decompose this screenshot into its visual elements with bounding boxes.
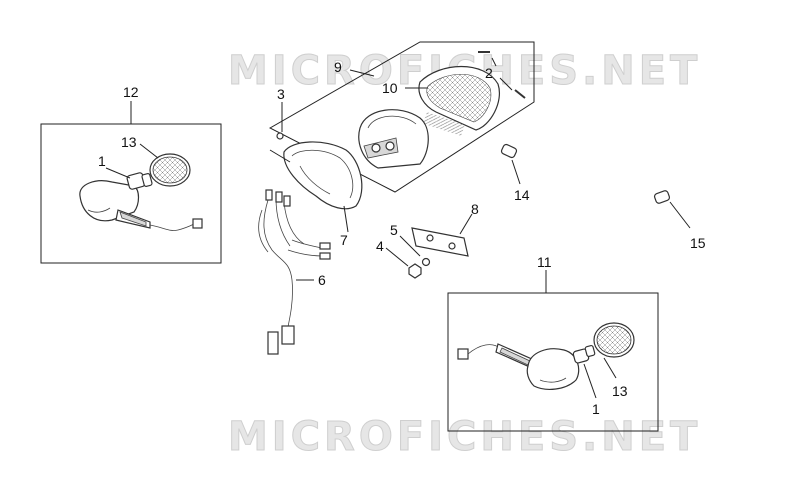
callout-2: 2	[485, 65, 493, 81]
callout-5: 5	[390, 222, 398, 238]
callout-12: 12	[123, 84, 139, 100]
watermark-bottom: MICROFICHES.NET	[228, 414, 701, 460]
callout-1-left: 1	[98, 153, 106, 169]
callout-6: 6	[318, 272, 326, 288]
bulb-15: 15	[653, 190, 706, 251]
screw-3: 3	[269, 86, 291, 163]
left-indicator-body	[79, 180, 140, 222]
tail-light-assembly: 9 10 2	[268, 41, 535, 193]
plate-light	[411, 227, 469, 257]
left-indicator-lens	[152, 156, 188, 184]
left-indicator-group: 12 1 13	[40, 84, 222, 264]
harness-connector	[267, 331, 279, 355]
bulb-14: 14	[500, 143, 530, 203]
callout-10: 10	[382, 80, 398, 96]
callout-9: 9	[334, 59, 342, 75]
callout-13-right: 13	[612, 383, 628, 399]
callout-3: 3	[277, 86, 285, 102]
right-indicator-group: 11 1 13	[447, 254, 659, 432]
callout-13-left: 13	[121, 134, 137, 150]
plate-light-group: 8 5 4	[376, 201, 479, 279]
right-indicator-body	[526, 348, 580, 390]
left-indicator-connector	[192, 218, 203, 229]
callout-11: 11	[537, 254, 552, 270]
right-indicator-connector	[457, 348, 469, 360]
callout-15: 15	[690, 235, 706, 251]
right-indicator-lens	[596, 325, 632, 355]
callout-14: 14	[514, 187, 530, 203]
callout-1-right: 1	[592, 401, 600, 417]
washer-5	[421, 257, 431, 267]
tail-light-housing: 7	[283, 141, 363, 248]
right-indicator-box	[447, 292, 659, 432]
nut-4	[408, 263, 422, 279]
callout-4: 4	[376, 238, 384, 254]
callout-8: 8	[471, 201, 479, 217]
callout-7: 7	[340, 232, 348, 248]
tail-light-outline	[268, 41, 535, 193]
wiring-harness: 6	[258, 189, 331, 355]
